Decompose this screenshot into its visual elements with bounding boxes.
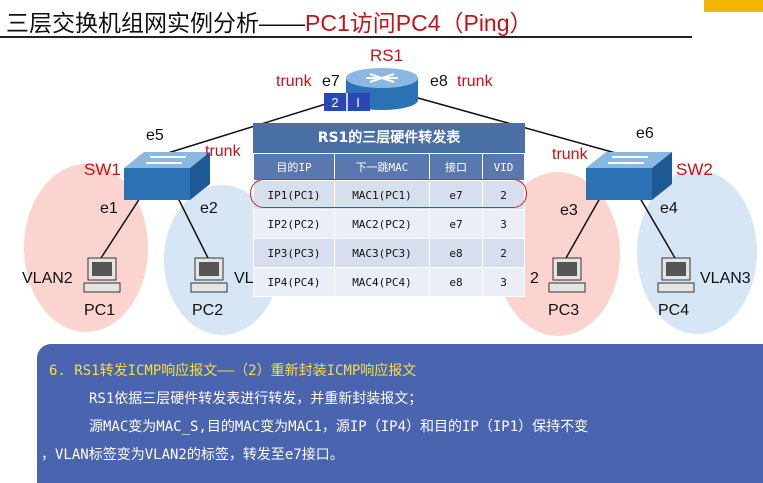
table-cell: e7 xyxy=(429,209,483,239)
table-cell: e8 xyxy=(429,238,483,268)
corner-accent xyxy=(704,0,763,12)
pc1-icon xyxy=(83,257,121,293)
pc4-vlan-label: VLAN3 xyxy=(700,270,751,287)
table-cell: 3 xyxy=(482,209,525,239)
link-rs1-sw1 xyxy=(154,97,346,158)
table-cell: 3 xyxy=(482,267,525,297)
table-row: IP4(PC4) MAC4(PC4) e8 3 xyxy=(253,267,525,297)
pc2-name: PC2 xyxy=(192,302,224,319)
table-header-row: 目的IP 下一跳MAC 接口 VID xyxy=(253,153,525,181)
table-cell: MAC2(PC2) xyxy=(334,209,430,239)
sw1-trunk: trunk xyxy=(205,143,241,160)
table-row: IP2(PC2) MAC2(PC2) e7 3 xyxy=(253,209,525,239)
table-cell: e8 xyxy=(429,267,483,297)
link-sw1-pc2 xyxy=(177,197,209,259)
vlan3-area-right xyxy=(637,170,757,334)
vlan-tag-2: 2 xyxy=(331,95,338,110)
rs1-trunk-right: trunk xyxy=(457,73,493,90)
rs1-port-e7: e7 xyxy=(322,73,340,90)
sw1-name: SW1 xyxy=(84,160,121,179)
table-cell: IP3(PC3) xyxy=(253,238,335,268)
rs1-port-e8: e8 xyxy=(430,73,448,90)
table-cell: MAC4(PC4) xyxy=(334,267,430,297)
pc2-icon xyxy=(190,257,228,293)
table-header: 目的IP xyxy=(253,153,335,181)
vlan-tag-3: I xyxy=(356,95,360,110)
forwarding-table: RS1的三层硬件转发表 目的IP 下一跳MAC 接口 VID IP1(PC1) … xyxy=(253,123,525,297)
switch-sw2-icon xyxy=(586,152,672,200)
sw2-port-e3: e3 xyxy=(560,202,578,219)
sw2-port-e4: e4 xyxy=(660,200,678,217)
table-row: IP3(PC3) MAC3(PC3) e8 2 xyxy=(253,238,525,268)
sw1-port-e2: e2 xyxy=(200,200,218,217)
title-main: 三层交换机组网实例分析—— xyxy=(6,10,305,36)
table-header: VID xyxy=(482,153,525,181)
info-line-2: 源MAC变为MAC_S,目的MAC变为MAC1，源IP（IP4）和目的IP（IP… xyxy=(89,419,589,435)
link-sw2-pc3 xyxy=(565,197,601,259)
pc3-vlan-label: 2 xyxy=(530,270,539,287)
title-highlight: PC1访问PC4（Ping） xyxy=(305,10,533,36)
info-line-3: ，VLAN标签变为VLAN2的标签，转发至e7接口。 xyxy=(41,447,344,463)
table-header: 下一跳MAC xyxy=(334,153,430,181)
info-panel: 6. RS1转发ICMP响应报文——（2）重新封装ICMP响应报文 RS1依据三… xyxy=(37,344,763,483)
table-cell: 2 xyxy=(482,238,525,268)
table-row-highlight xyxy=(250,179,527,208)
sw2-trunk: trunk xyxy=(552,146,588,163)
slide-title: 三层交换机组网实例分析——PC1访问PC4（Ping） xyxy=(6,4,533,38)
info-heading: 6. RS1转发ICMP响应报文——（2）重新封装ICMP响应报文 xyxy=(49,363,417,379)
rs1-trunk-left: trunk xyxy=(276,73,312,90)
pc2-vlan-label: VL xyxy=(234,270,254,287)
pc1-vlan-label: VLAN2 xyxy=(22,270,73,287)
sw1-port-e5: e5 xyxy=(146,127,164,144)
pc3-icon xyxy=(548,257,586,293)
table-cell: IP2(PC2) xyxy=(253,209,335,239)
table-cell: MAC1(PC1) xyxy=(334,180,430,210)
pc4-name: PC4 xyxy=(658,302,690,319)
table-cell: IP4(PC4) xyxy=(253,267,335,297)
title-underline xyxy=(0,36,692,38)
forwarding-table-grid: 目的IP 下一跳MAC 接口 VID IP1(PC1) MAC1(PC1) e7… xyxy=(253,153,525,297)
forwarding-table-title: RS1的三层硬件转发表 xyxy=(253,123,525,153)
table-cell: MAC3(PC3) xyxy=(334,238,430,268)
link-sw1-pc1 xyxy=(100,197,141,259)
switch-sw1-icon xyxy=(124,152,210,200)
sw2-port-e6: e6 xyxy=(636,125,654,142)
vlan2-area-right xyxy=(496,172,620,336)
info-line-1: RS1依据三层硬件转发表进行转发，并重新封装报文； xyxy=(89,391,423,407)
pc3-name: PC3 xyxy=(548,302,580,319)
pc4-icon xyxy=(657,257,695,293)
sw2-name: SW2 xyxy=(676,160,713,179)
link-sw2-pc4 xyxy=(639,197,676,259)
rs1-name: RS1 xyxy=(370,46,404,65)
table-header: 接口 xyxy=(429,153,483,181)
sw1-port-e1: e1 xyxy=(100,200,118,217)
pc1-name: PC1 xyxy=(84,302,116,319)
